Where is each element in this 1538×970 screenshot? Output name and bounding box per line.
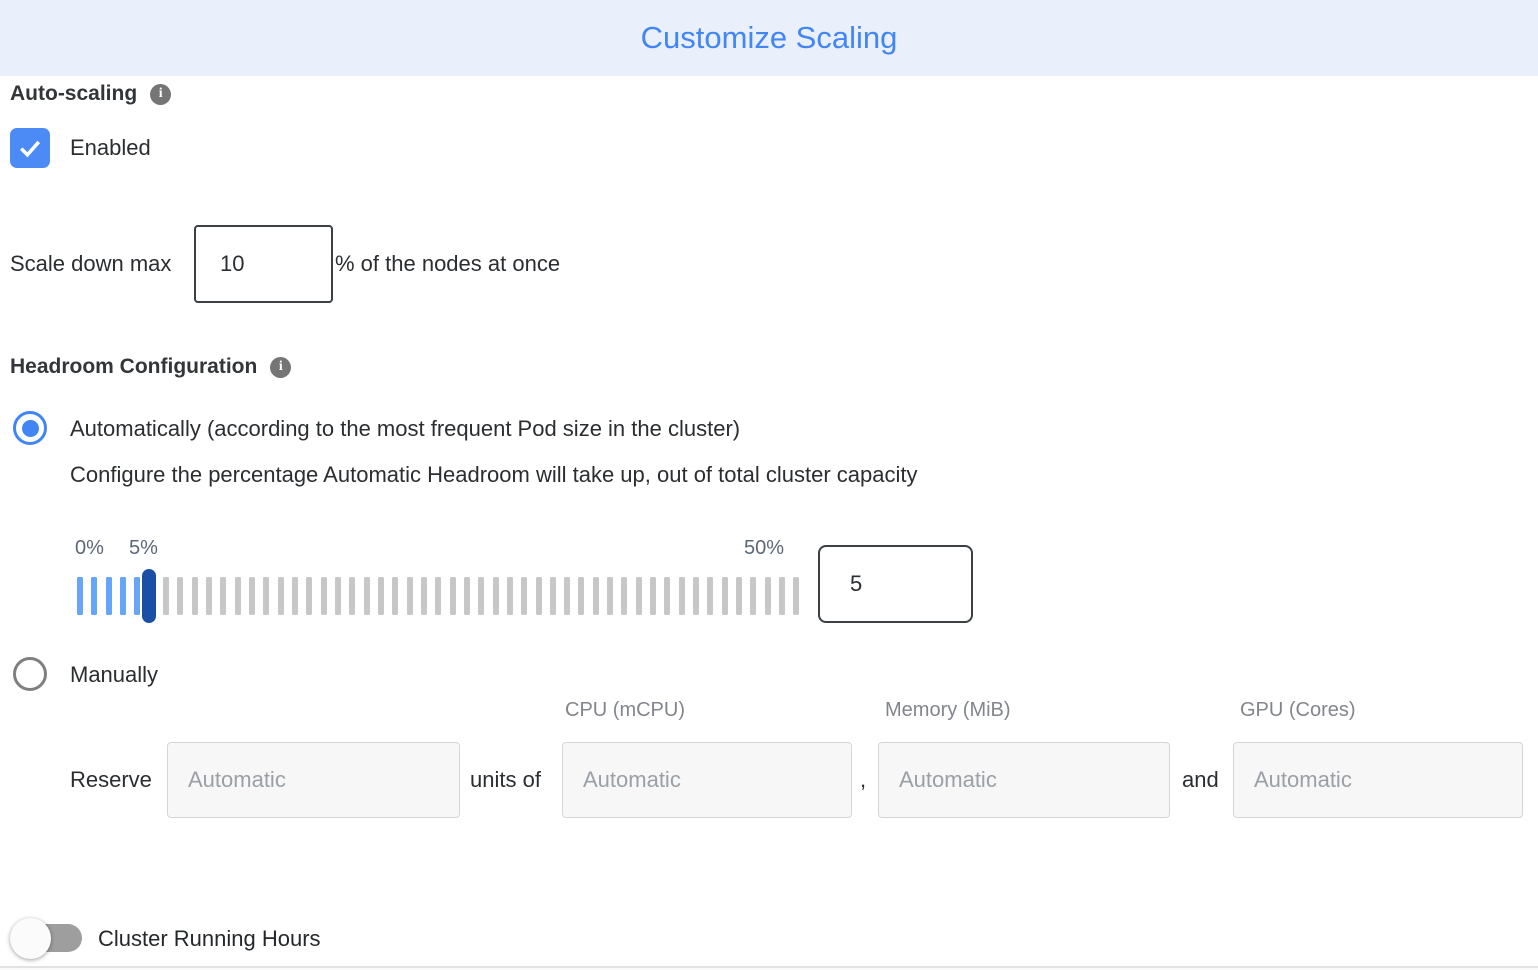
auto-scaling-heading: Auto-scaling i	[10, 82, 172, 106]
slider-tick	[191, 577, 198, 615]
slider-tick	[478, 577, 485, 615]
slider-tick	[678, 577, 685, 615]
slider-tick	[793, 577, 800, 615]
auto-scaling-heading-label: Auto-scaling	[10, 82, 138, 105]
slider-tick	[750, 577, 757, 615]
slider-tick	[91, 577, 98, 615]
toggle-knob	[10, 918, 51, 959]
headroom-heading-label: Headroom Configuration	[10, 355, 258, 378]
headroom-manual-label[interactable]: Manually	[70, 662, 159, 687]
slider-tick	[291, 577, 298, 615]
slider-tick	[664, 577, 671, 615]
column-header-gpu: GPU (Cores)	[1240, 699, 1356, 721]
column-header-memory: Memory (MiB)	[885, 699, 1011, 721]
slider-tick	[234, 577, 241, 615]
reserve-cpu-input[interactable]	[562, 742, 852, 818]
units-of-label: units of	[470, 767, 541, 792]
headroom-slider[interactable]	[77, 569, 800, 623]
slider-tick	[736, 577, 743, 615]
dialog-header: Customize Scaling	[0, 0, 1538, 76]
slider-tick	[492, 577, 499, 615]
page-title: Customize Scaling	[640, 20, 898, 55]
slider-tick	[521, 577, 528, 615]
bottom-divider	[0, 966, 1538, 968]
slider-tick	[205, 577, 212, 615]
info-icon[interactable]: i	[270, 356, 292, 378]
reserve-memory-field	[878, 742, 1170, 818]
scale-down-suffix: % of the nodes at once	[335, 251, 561, 276]
slider-tick	[435, 577, 442, 615]
reserve-count-field	[167, 742, 460, 818]
reserve-gpu-field	[1233, 742, 1523, 818]
slider-max-label: 50%	[744, 537, 785, 559]
slider-tick	[621, 577, 628, 615]
slider-tick	[177, 577, 184, 615]
slider-tick	[392, 577, 399, 615]
reserve-label: Reserve	[70, 767, 152, 792]
slider-tick	[420, 577, 427, 615]
slider-handle[interactable]	[142, 569, 157, 623]
slider-tick	[77, 577, 83, 615]
slider-min-label: 0%	[75, 537, 104, 559]
slider-tick	[377, 577, 384, 615]
slider-tick	[764, 577, 771, 615]
slider-tick	[334, 577, 341, 615]
slider-current-label: 5%	[129, 537, 158, 559]
reserve-gpu-input[interactable]	[1233, 742, 1523, 818]
slider-tick	[277, 577, 284, 615]
slider-tick	[363, 577, 370, 615]
headroom-automatic-description: Configure the percentage Automatic Headr…	[70, 462, 918, 487]
slider-tick	[650, 577, 657, 615]
slider-tick	[263, 577, 270, 615]
column-header-cpu: CPU (mCPU)	[565, 699, 685, 721]
and-separator: and	[1182, 767, 1219, 792]
slider-tick	[134, 577, 141, 615]
slider-tick	[635, 577, 642, 615]
comma-separator: ,	[860, 767, 867, 792]
scale-down-field	[194, 225, 333, 303]
slider-tick	[220, 577, 227, 615]
cluster-running-hours-label[interactable]: Cluster Running Hours	[98, 926, 321, 951]
slider-tick	[248, 577, 255, 615]
slider-tick	[607, 577, 614, 615]
scale-down-label: Scale down max	[10, 251, 172, 276]
slider-tick	[535, 577, 542, 615]
headroom-percent-field	[818, 545, 973, 623]
reserve-memory-input[interactable]	[878, 742, 1170, 818]
reserve-count-input[interactable]	[167, 742, 460, 818]
slider-tick	[549, 577, 556, 615]
check-icon	[16, 134, 44, 162]
scale-down-input[interactable]	[194, 225, 333, 303]
info-icon[interactable]: i	[150, 83, 172, 105]
slider-tick	[592, 577, 599, 615]
slider-tick	[564, 577, 571, 615]
headroom-automatic-label[interactable]: Automatically (according to the most fre…	[70, 416, 741, 441]
slider-tick	[707, 577, 714, 615]
headroom-heading: Headroom Configuration i	[10, 355, 292, 379]
slider-tick	[320, 577, 327, 615]
slider-tick	[506, 577, 513, 615]
slider-tick	[449, 577, 456, 615]
headroom-manual-radio[interactable]	[13, 657, 47, 691]
slider-tick	[306, 577, 313, 615]
radio-dot	[21, 419, 39, 437]
auto-scaling-enabled-checkbox[interactable]	[10, 128, 50, 168]
slider-tick	[105, 577, 112, 615]
slider-tick	[463, 577, 470, 615]
slider-tick	[349, 577, 356, 615]
slider-tick	[162, 577, 169, 615]
slider-tick	[721, 577, 728, 615]
auto-scaling-enabled-label[interactable]: Enabled	[70, 135, 151, 160]
cluster-running-hours-toggle[interactable]	[10, 916, 86, 962]
slider-tick	[406, 577, 413, 615]
slider-tick	[693, 577, 700, 615]
headroom-percent-input[interactable]	[818, 545, 973, 623]
slider-tick	[779, 577, 786, 615]
bottom-strip	[0, 968, 1538, 970]
slider-tick	[119, 577, 126, 615]
reserve-cpu-field	[562, 742, 852, 818]
headroom-automatic-radio[interactable]	[13, 411, 47, 445]
slider-tick	[578, 577, 585, 615]
